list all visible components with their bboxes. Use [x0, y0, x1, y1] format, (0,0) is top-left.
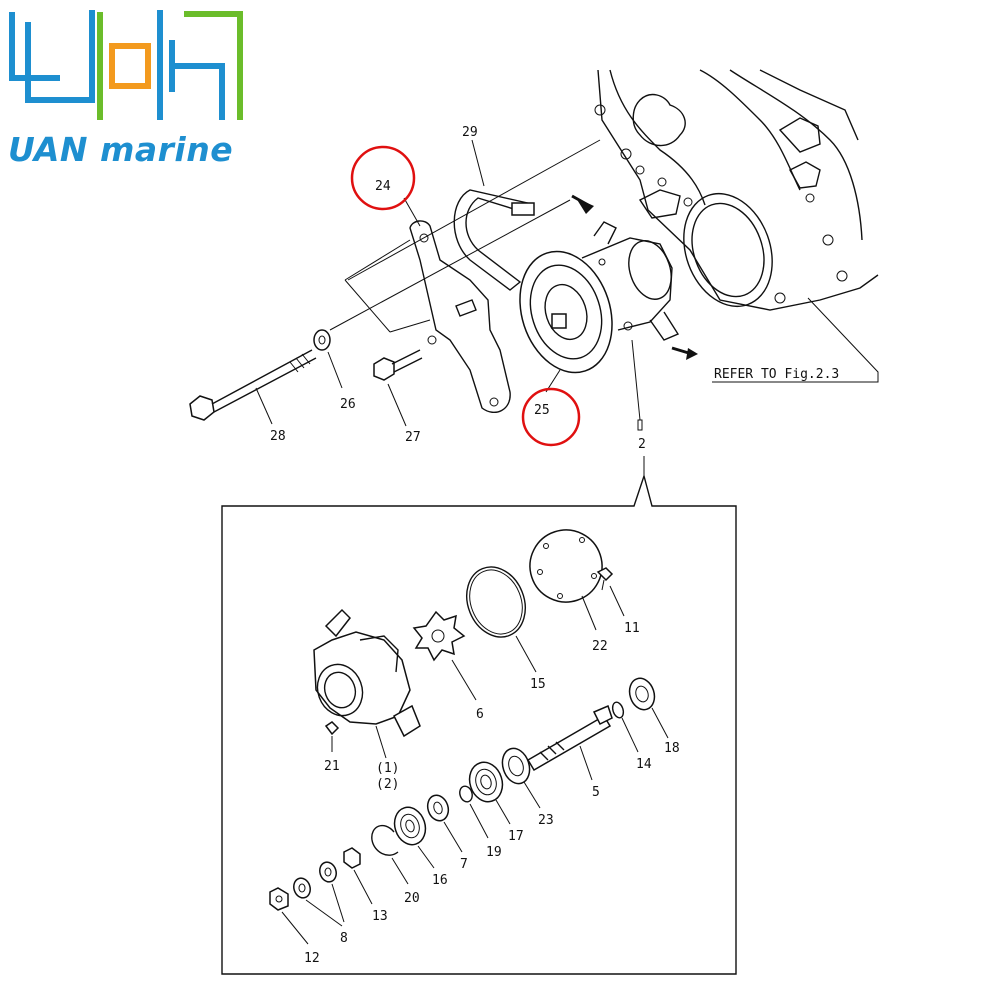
- impeller-6: [412, 610, 466, 662]
- label-2: 2: [638, 437, 646, 452]
- o-ring-14: [611, 701, 625, 719]
- label-1b: (2): [376, 777, 399, 792]
- screw-21: [324, 721, 340, 736]
- washers-8: [293, 861, 337, 899]
- label-7: 7: [460, 857, 468, 872]
- detail-callout-box: [221, 473, 737, 975]
- bearing-16: [393, 806, 427, 846]
- label-1: (1): [376, 761, 399, 776]
- seal-18: [628, 677, 656, 711]
- label-18: 18: [664, 741, 680, 756]
- refer-label: REFER TO Fig.2.3: [714, 367, 839, 382]
- brand-logo-mark: [9, 10, 243, 120]
- water-pump-assembly: [519, 194, 698, 374]
- nut-13: [343, 847, 361, 869]
- highlight-24: [350, 145, 416, 211]
- label-21: 21: [324, 759, 340, 774]
- label-25: 25: [534, 403, 550, 418]
- label-16: 16: [432, 873, 448, 888]
- bearing-17: [468, 761, 504, 803]
- shaft-5: [526, 704, 613, 772]
- label-27: 27: [405, 430, 421, 445]
- engine-block: [594, 69, 879, 311]
- label-6: 6: [476, 707, 484, 722]
- label-29: 29: [462, 125, 478, 140]
- label-28: 28: [270, 429, 286, 444]
- label-13: 13: [372, 909, 388, 924]
- tension-bracket: [409, 220, 511, 413]
- label-26: 26: [340, 397, 356, 412]
- label-23: 23: [538, 813, 554, 828]
- label-14: 14: [636, 757, 652, 772]
- o-ring-15: [466, 566, 526, 638]
- label-15: 15: [530, 677, 546, 692]
- label-8: 8: [340, 931, 348, 946]
- spacer-7: [426, 794, 450, 822]
- cover-plate-22: [529, 529, 603, 603]
- label-5: 5: [592, 785, 600, 800]
- washer-23: [501, 747, 531, 785]
- bolt-27: [373, 349, 423, 381]
- v-belt: [453, 189, 535, 291]
- label-24: 24: [375, 179, 391, 194]
- snap-ring-20: [371, 824, 399, 856]
- brand-name: UAN marine: [8, 130, 234, 169]
- label-17: 17: [508, 829, 524, 844]
- washer-26: [313, 329, 331, 351]
- brand-logo: UAN marine: [0, 0, 260, 180]
- label-12: 12: [304, 951, 320, 966]
- label-11: 11: [624, 621, 640, 636]
- pump-housing-1: [313, 608, 421, 738]
- label-20: 20: [404, 891, 420, 906]
- label-19: 19: [486, 845, 502, 860]
- screw-11: [596, 567, 614, 582]
- circlip-19: [459, 785, 473, 803]
- nut-12: [269, 887, 289, 911]
- bolt-28: [189, 349, 317, 421]
- label-22: 22: [592, 639, 608, 654]
- highlight-25: [521, 387, 581, 447]
